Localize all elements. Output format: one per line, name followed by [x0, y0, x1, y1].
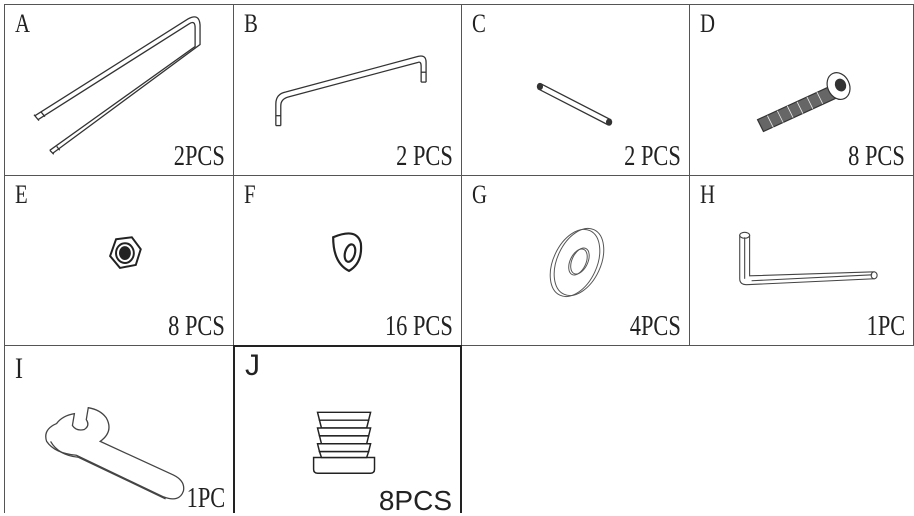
part-cell-e: E 8 PCS — [4, 175, 234, 346]
part-quantity: 8PCS — [378, 485, 452, 516]
part-cell-d: D 8 PCS — [689, 4, 914, 176]
part-letter: E — [15, 180, 28, 209]
part-letter: J — [245, 349, 260, 382]
part-cell-f: F 16 PCS — [233, 175, 462, 346]
part-quantity: 4PCS — [629, 311, 681, 342]
part-cell-j: J 8PCS — [233, 345, 462, 516]
part-quantity: 2 PCS — [396, 141, 453, 172]
part-letter: C — [472, 9, 486, 38]
part-letter: I — [15, 352, 23, 385]
part-cell-g: G 4PCS — [461, 175, 690, 346]
wrench-icon — [5, 346, 233, 513]
part-cell-b: B 2 PCS — [233, 4, 462, 176]
part-quantity: 2PCS — [173, 141, 225, 172]
bent-bar-icon — [234, 5, 461, 175]
part-letter: B — [244, 9, 258, 38]
teardrop-washer-icon — [234, 176, 461, 345]
allen-key-icon — [690, 176, 913, 345]
part-letter: D — [700, 9, 716, 38]
part-cell-i: I 1PC — [4, 345, 234, 513]
part-quantity: 16 PCS — [385, 311, 453, 342]
part-letter: G — [472, 180, 488, 209]
part-cell-c: C 2 PCS — [461, 4, 690, 176]
part-letter: F — [244, 180, 256, 209]
part-quantity: 2 PCS — [624, 141, 681, 172]
part-letter: H — [700, 180, 716, 209]
end-cap-plug-icon — [235, 347, 460, 513]
part-cell-a: A 2PCS — [4, 4, 234, 176]
part-quantity: 8 PCS — [848, 141, 905, 172]
hex-socket-bolt-icon — [690, 5, 913, 175]
part-quantity: 1PC — [186, 483, 225, 514]
part-quantity: 1PC — [866, 311, 905, 342]
pin-rod-icon — [462, 5, 689, 175]
part-quantity: 8 PCS — [168, 311, 225, 342]
part-letter: A — [15, 9, 31, 38]
hex-nut-icon — [5, 176, 233, 345]
flat-washer-icon — [462, 176, 689, 345]
part-cell-h: H 1PC — [689, 175, 914, 346]
u-shaped-rod-icon — [5, 5, 233, 175]
